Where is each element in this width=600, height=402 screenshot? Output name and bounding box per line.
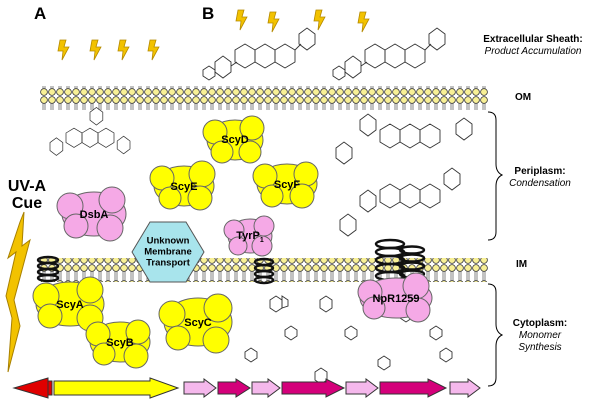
- cytoplasm-label: Cytoplasm: Monomer Synthesis: [500, 318, 580, 354]
- gene-arrow: [345, 378, 379, 398]
- scye-cloud: [149, 160, 216, 211]
- periplasm-title: Periplasm:: [514, 166, 566, 177]
- scyf-label: ScyF: [273, 179, 301, 191]
- sheath-subtitle: Product Accumulation: [484, 46, 582, 57]
- scyb-cloud: [85, 319, 151, 369]
- gene-arrow: [449, 378, 481, 398]
- scytonemin-molecule-icon: [332, 27, 446, 81]
- periplasm-subtitle: Condensation: [509, 178, 571, 189]
- tyrp-cloud: [223, 215, 275, 257]
- lightning-icon: [117, 39, 130, 61]
- uv-a-cue-line1: UV-A: [7, 178, 47, 195]
- gene-arrow: [281, 378, 346, 398]
- uv-a-cue-line2: Cue: [11, 195, 43, 212]
- scya-label: ScyA: [56, 299, 84, 311]
- panel-letter-a: A: [34, 4, 47, 23]
- scyb-label: ScyB: [106, 337, 134, 349]
- gene-arrow: [251, 378, 281, 398]
- lightning-icon: [147, 39, 160, 61]
- sheath-title: Extracellular Sheath:: [483, 34, 583, 45]
- scytonemin-molecule-icon: [49, 106, 131, 156]
- gene-arrow: [12, 377, 49, 399]
- tyrp-label: TyrP1: [236, 230, 264, 244]
- scyc-cloud: [158, 293, 233, 354]
- molecule-structures: [49, 27, 473, 385]
- gene-arrow: [379, 378, 448, 398]
- periplasm-label: Periplasm: Condensation: [500, 166, 580, 190]
- lightning-icon: [267, 11, 280, 33]
- gene-arrow: [217, 378, 251, 398]
- scytonemin-molecule-icon: [202, 27, 316, 81]
- cytoplasm-subtitle-line2: Synthesis: [518, 342, 562, 353]
- cytoplasm-bracket: [487, 283, 504, 387]
- panel-letter-b: B: [202, 4, 215, 23]
- lightning-icon: [235, 9, 248, 31]
- scyd-label: ScyD: [221, 134, 249, 146]
- outer-membrane: [40, 86, 488, 110]
- cytoplasm-subtitle-line1: Monomer: [518, 330, 562, 341]
- uv-lightning-icon: [5, 211, 31, 373]
- scya-helix-icon: [36, 255, 60, 283]
- lightning-icon: [313, 9, 326, 31]
- uv-a-cue-label: UV-A Cue: [2, 178, 52, 212]
- dsba-cloud: [56, 186, 127, 242]
- gene-arrow: [183, 378, 217, 398]
- im-label: IM: [516, 259, 528, 270]
- lightning-icon: [57, 39, 70, 61]
- om-label: OM: [515, 92, 532, 103]
- gene-arrow: [53, 377, 180, 399]
- transporter-line1: Unknown: [146, 235, 190, 247]
- lightning-icon: [89, 39, 102, 61]
- scytonemin-molecule-icon: [339, 167, 461, 237]
- scye-label: ScyE: [170, 181, 198, 193]
- transporter-line2: Membrane: [144, 246, 192, 258]
- lightning-icon: [357, 11, 370, 33]
- sheath-label: Extracellular Sheath: Product Accumulati…: [466, 34, 600, 58]
- scyd-cloud: [202, 115, 265, 164]
- npr-cloud: [357, 272, 433, 323]
- tyrp-label-main: TyrP: [236, 229, 260, 242]
- periplasm-bracket: [487, 111, 504, 241]
- scytonemin-molecule-icon: [335, 113, 473, 165]
- scyf-cloud: [252, 161, 319, 209]
- transporter-line3: Transport: [146, 257, 190, 269]
- transporter-label: Unknown Membrane Transport: [133, 236, 203, 269]
- npr1259-label: NpR1259: [372, 293, 420, 305]
- tyrp-label-sub: 1: [259, 237, 264, 245]
- scyc-label: ScyC: [184, 317, 212, 329]
- gene-cluster: [12, 377, 481, 399]
- dsba-label: DsbA: [79, 209, 109, 221]
- protein-clouds: [32, 115, 433, 369]
- transporter-hexagon: [131, 221, 205, 283]
- lightning-icon-group: [57, 9, 370, 61]
- cytoplasm-title: Cytoplasm:: [512, 318, 568, 329]
- tyrp-helix-icon: [253, 257, 275, 285]
